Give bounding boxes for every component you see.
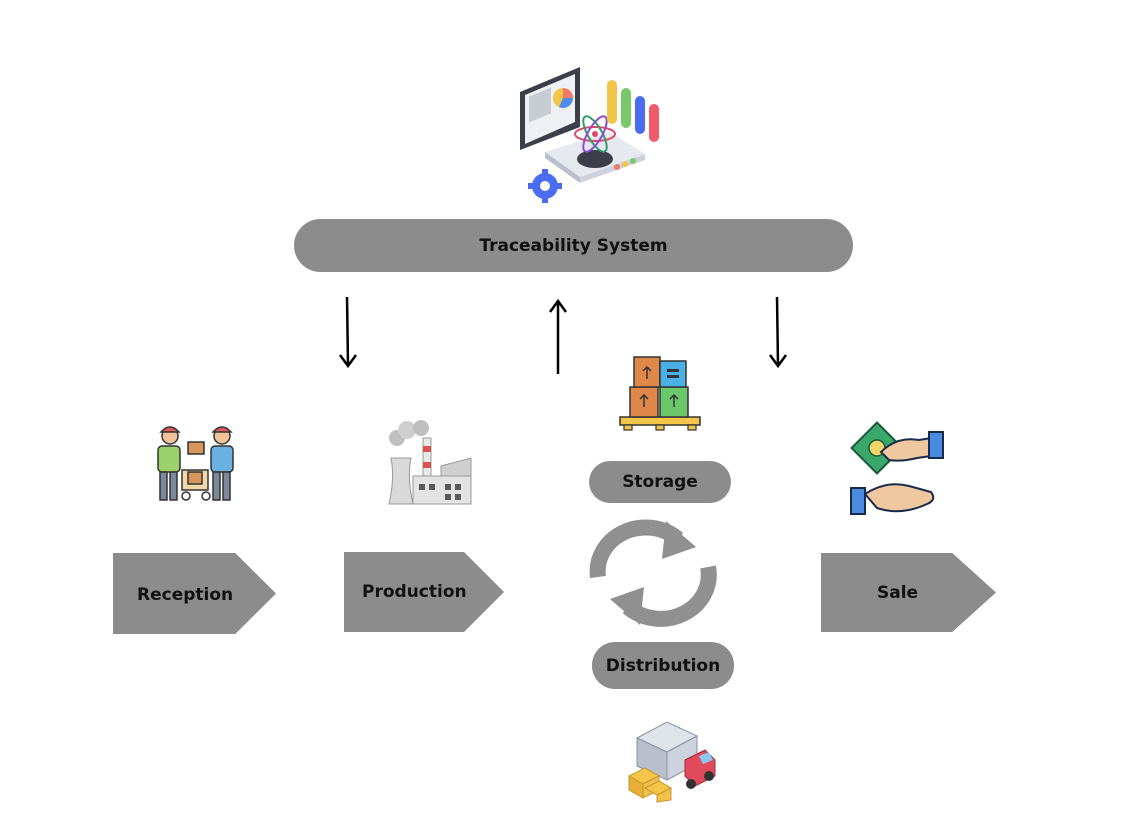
- sale-stage: Sale: [821, 553, 996, 632]
- workers-handover-icon: [157, 426, 234, 501]
- warehouse-boxes-icon: [619, 356, 701, 431]
- delivery-truck-icon: [627, 721, 716, 803]
- factory-icon: [388, 420, 472, 505]
- money-exchange-icon: [850, 421, 944, 515]
- arrow-down-to-production: [338, 296, 358, 369]
- reception-label: Reception: [137, 584, 234, 605]
- production-label: Production: [362, 582, 467, 602]
- sale-label: Sale: [877, 582, 919, 603]
- traceability-system-label: Traceability System: [479, 235, 668, 256]
- cycle-arrows-icon: [589, 519, 717, 627]
- distribution-label: Distribution: [605, 655, 721, 676]
- traceability-system-box: Traceability System: [294, 219, 853, 272]
- production-stage: Production: [344, 552, 504, 632]
- analytics-dashboard-icon: [520, 67, 659, 203]
- storage-label: Storage: [622, 472, 698, 492]
- storage-box: Storage: [589, 461, 731, 503]
- distribution-box: Distribution: [592, 642, 734, 689]
- reception-stage: Reception: [113, 553, 276, 634]
- arrow-down-to-sale: [768, 296, 788, 369]
- arrow-up-to-system: [548, 298, 568, 374]
